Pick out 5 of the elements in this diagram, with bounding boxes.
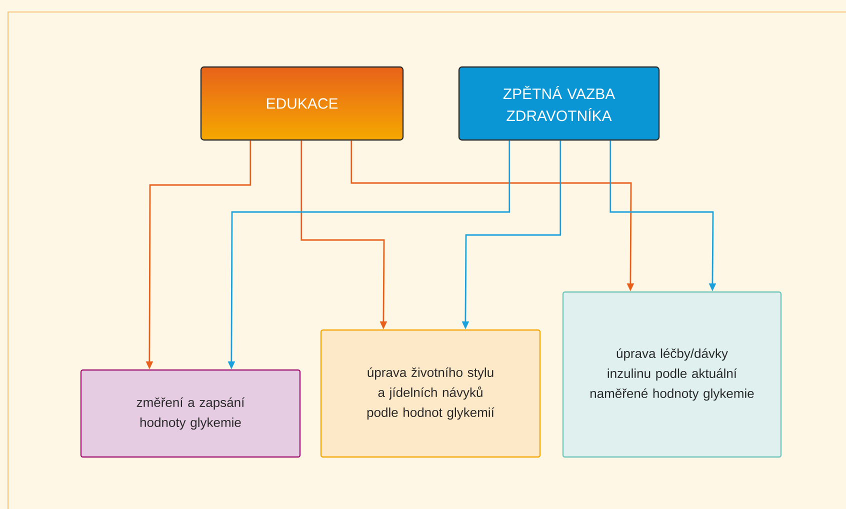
heading-box: ZPĚTNÁ VAZBA ZDRAVOTNÍKA <box>458 66 660 141</box>
heading-box: EDUKACE <box>200 66 404 141</box>
result-box: úprava léčby/dávky inzulinu podle aktuální naměřené hodnoty glykemie <box>562 291 782 458</box>
result-box: změření a zapsání hodnoty glykemie <box>80 369 301 458</box>
result-box: úprava životního stylu a jídelních návyků podle hodnot glykemií <box>320 329 541 458</box>
